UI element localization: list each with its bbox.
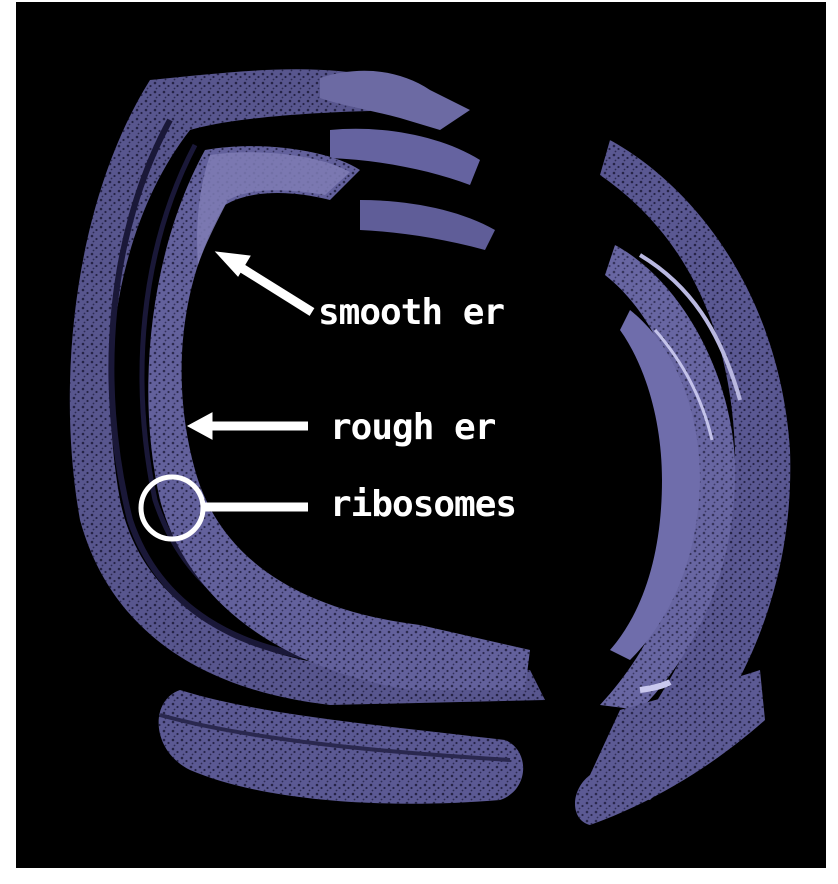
smooth-er-label: smooth er <box>318 295 504 331</box>
ribosomes-label: ribosomes <box>330 487 516 523</box>
rough-er-label: rough er <box>330 410 495 446</box>
